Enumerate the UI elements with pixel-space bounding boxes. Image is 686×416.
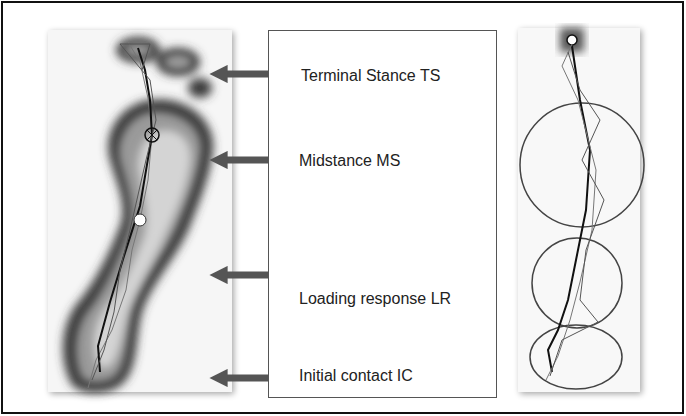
phase-label: Midstance MS: [299, 151, 400, 171]
phase-arrows: [224, 74, 268, 378]
footprint-panel: [48, 30, 232, 392]
phase-label-box: Terminal Stance TS Midstance MS Loading re…: [268, 30, 497, 398]
phase-label: Initial contact IC: [299, 366, 413, 386]
phase-circles: [520, 28, 644, 389]
phase-label: Terminal Stance TS: [301, 66, 440, 86]
phase-circles-panel: [518, 28, 640, 392]
pressure-trajectory: [88, 42, 159, 388]
phase-label: Loading response LR: [299, 289, 451, 309]
footprint-pressure-map: [63, 37, 213, 393]
